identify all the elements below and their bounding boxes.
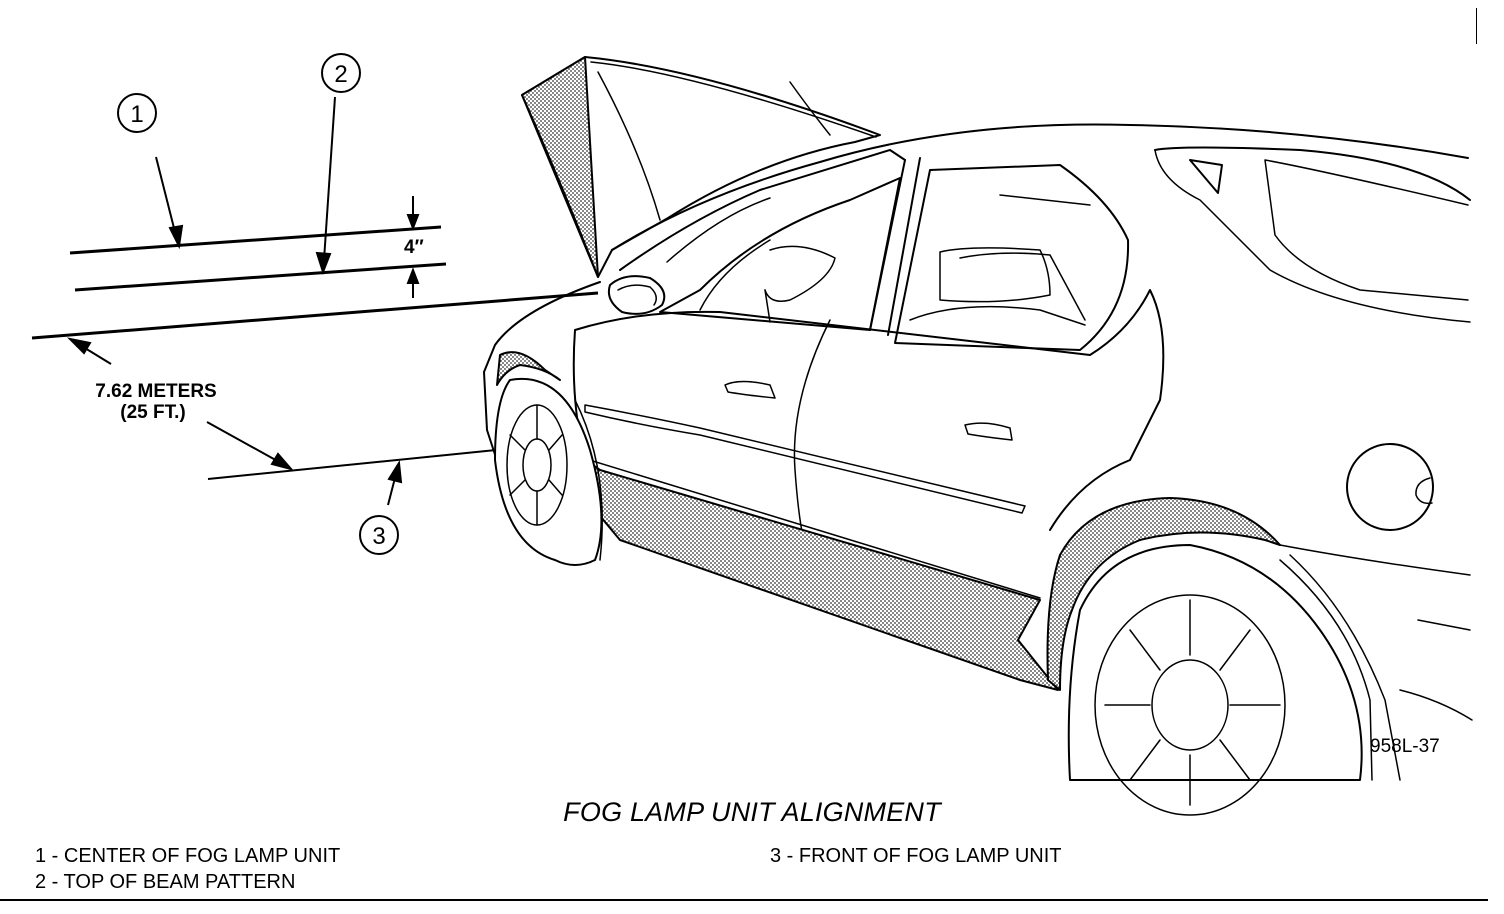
front-door-window — [659, 177, 901, 331]
arrowhead-distance-bottom — [270, 452, 294, 471]
fuel-door — [1346, 443, 1434, 531]
callout-3-label: 3 — [372, 523, 385, 550]
callout-2: 2 — [321, 53, 361, 93]
callout-3: 3 — [359, 515, 399, 555]
arrowhead-dim-bottom — [406, 267, 420, 284]
side-mirror — [607, 275, 666, 315]
leader-arrows — [66, 96, 420, 506]
callout-1: 1 — [117, 93, 157, 133]
rear-wheel — [1067, 544, 1373, 816]
distance-meters-label: 7.62 METERS — [95, 381, 216, 402]
arrowhead-distance-top — [66, 337, 92, 355]
rear-door-window — [894, 164, 1130, 351]
front-reference-line — [207, 449, 497, 480]
rear-wheel-arch — [1046, 497, 1281, 691]
rocker-panel — [582, 457, 1059, 691]
legend-item-2: 2 - TOP OF BEAM PATTERN — [35, 871, 296, 893]
body-molding — [584, 404, 1026, 514]
arrowhead-1 — [168, 224, 184, 250]
arrowhead-3 — [387, 460, 403, 484]
margin-rule — [1476, 8, 1477, 44]
hood-edge-shaded — [521, 56, 599, 278]
ground-line — [31, 291, 599, 340]
dimension-4in-label: 4″ — [404, 237, 424, 258]
legend-item-3: 3 - FRONT OF FOG LAMP UNIT — [770, 845, 1062, 867]
callout-1-label: 1 — [130, 101, 143, 128]
top-of-beam-line — [74, 262, 447, 292]
rear-door-handle — [964, 422, 1013, 441]
figure-title: FOG LAMP UNIT ALIGNMENT — [563, 797, 941, 827]
distance-feet-label: (25 FT.) — [120, 402, 185, 423]
vehicle-illustration — [483, 56, 1473, 816]
body-outline — [483, 123, 1471, 471]
alignment-lines — [31, 225, 599, 480]
figure-id-label: 958L-37 — [1370, 736, 1440, 757]
arrowhead-dim-top — [406, 214, 420, 231]
legend-left: 1 - CENTER OF FOG LAMP UNIT 2 - TOP OF B… — [35, 843, 340, 895]
front-door-handle — [724, 380, 776, 399]
legend-item-1: 1 - CENTER OF FOG LAMP UNIT — [35, 845, 341, 867]
front-wheel-arch — [496, 351, 561, 386]
bottom-rule — [0, 899, 1488, 901]
arrowhead-2 — [315, 251, 332, 276]
front-wheel — [494, 377, 603, 566]
hood-panel — [521, 56, 881, 278]
legend-right: 3 - FRONT OF FOG LAMP UNIT — [770, 843, 1062, 869]
callout-2-label: 2 — [334, 61, 347, 88]
center-line — [69, 225, 442, 255]
